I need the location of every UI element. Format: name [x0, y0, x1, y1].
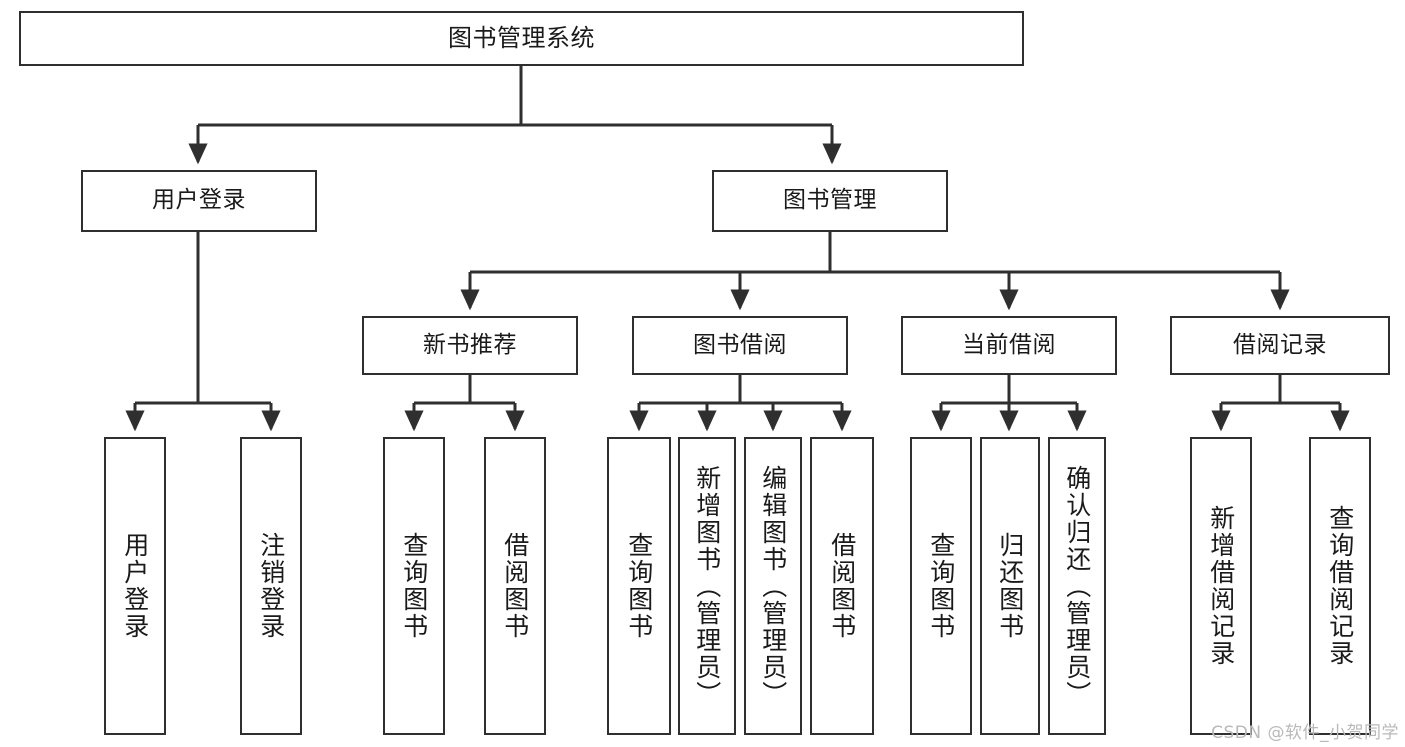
node-label: 查询借阅记录 [1325, 505, 1355, 667]
node-label: 借阅图书 [827, 532, 857, 640]
node-label: 确认归还（管理员） [1062, 464, 1092, 708]
node-label: 注销登录 [256, 532, 286, 640]
node-label: 借阅图书 [500, 532, 530, 640]
node-label: 查询图书 [624, 532, 654, 640]
leaf-query-book-current[interactable]: 查询图书 [910, 437, 972, 735]
node-label: 新增借阅记录 [1206, 505, 1236, 667]
leaf-query-borrow-record[interactable]: 查询借阅记录 [1309, 437, 1371, 735]
leaf-query-book-borrow[interactable]: 查询图书 [607, 437, 671, 735]
node-label: 查询图书 [926, 532, 956, 640]
node-label: 用户登录 [152, 187, 246, 214]
node-label: 新增图书（管理员） [692, 464, 722, 708]
node-book-borrow[interactable]: 图书借阅 [632, 316, 848, 375]
leaf-query-book-recommend[interactable]: 查询图书 [383, 437, 445, 735]
leaf-edit-book-admin[interactable]: 编辑图书（管理员） [744, 437, 802, 735]
node-label: 用户登录 [120, 532, 150, 640]
node-label: 查询图书 [399, 532, 429, 640]
leaf-confirm-return-admin[interactable]: 确认归还（管理员） [1048, 437, 1106, 735]
leaf-return-book[interactable]: 归还图书 [980, 437, 1040, 735]
node-label: 当前借阅 [962, 331, 1056, 358]
leaf-add-book-admin[interactable]: 新增图书（管理员） [678, 437, 736, 735]
node-label: 图书借阅 [693, 331, 787, 358]
leaf-user-login[interactable]: 用户登录 [104, 437, 166, 735]
leaf-logout[interactable]: 注销登录 [240, 437, 302, 735]
node-label: 归还图书 [995, 532, 1025, 640]
node-label: 图书管理系统 [448, 24, 595, 53]
node-new-book-recommend[interactable]: 新书推荐 [362, 316, 578, 375]
node-label: 新书推荐 [423, 331, 517, 358]
node-current-borrow[interactable]: 当前借阅 [901, 316, 1117, 375]
node-root-book-management-system[interactable]: 图书管理系统 [19, 11, 1024, 66]
node-borrow-record[interactable]: 借阅记录 [1170, 316, 1390, 375]
leaf-borrow-book-recommend[interactable]: 借阅图书 [484, 437, 546, 735]
node-label: 借阅记录 [1233, 331, 1327, 358]
node-label: 编辑图书（管理员） [758, 464, 788, 708]
node-user-login[interactable]: 用户登录 [81, 170, 317, 232]
leaf-borrow-book[interactable]: 借阅图书 [810, 437, 874, 735]
leaf-add-borrow-record[interactable]: 新增借阅记录 [1190, 437, 1252, 735]
node-label: 图书管理 [783, 187, 877, 214]
node-book-management[interactable]: 图书管理 [712, 170, 948, 232]
